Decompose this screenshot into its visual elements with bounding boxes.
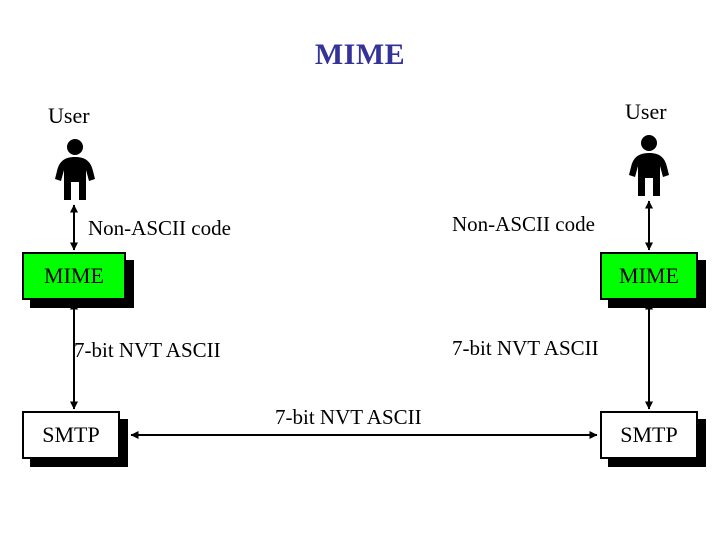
right-smtp-box[interactable]: SMTP [600,411,698,459]
right-nvt-ascii-label: 7-bit NVT ASCII [452,336,599,360]
left-user-label: User [48,103,90,128]
middle-nvt-ascii-label: 7-bit NVT ASCII [275,405,422,429]
right-mime-box[interactable]: MIME [600,252,698,300]
left-non-ascii-label: Non-ASCII code [88,216,231,240]
person-icon [54,138,96,200]
left-smtp-box[interactable]: SMTP [22,411,120,459]
page-title: MIME [314,38,406,71]
left-mime-box[interactable]: MIME [22,252,126,300]
right-non-ascii-label: Non-ASCII code [452,212,595,236]
right-user-label: User [625,99,667,124]
person-icon [628,134,670,196]
left-nvt-ascii-label: 7-bit NVT ASCII [74,338,221,362]
